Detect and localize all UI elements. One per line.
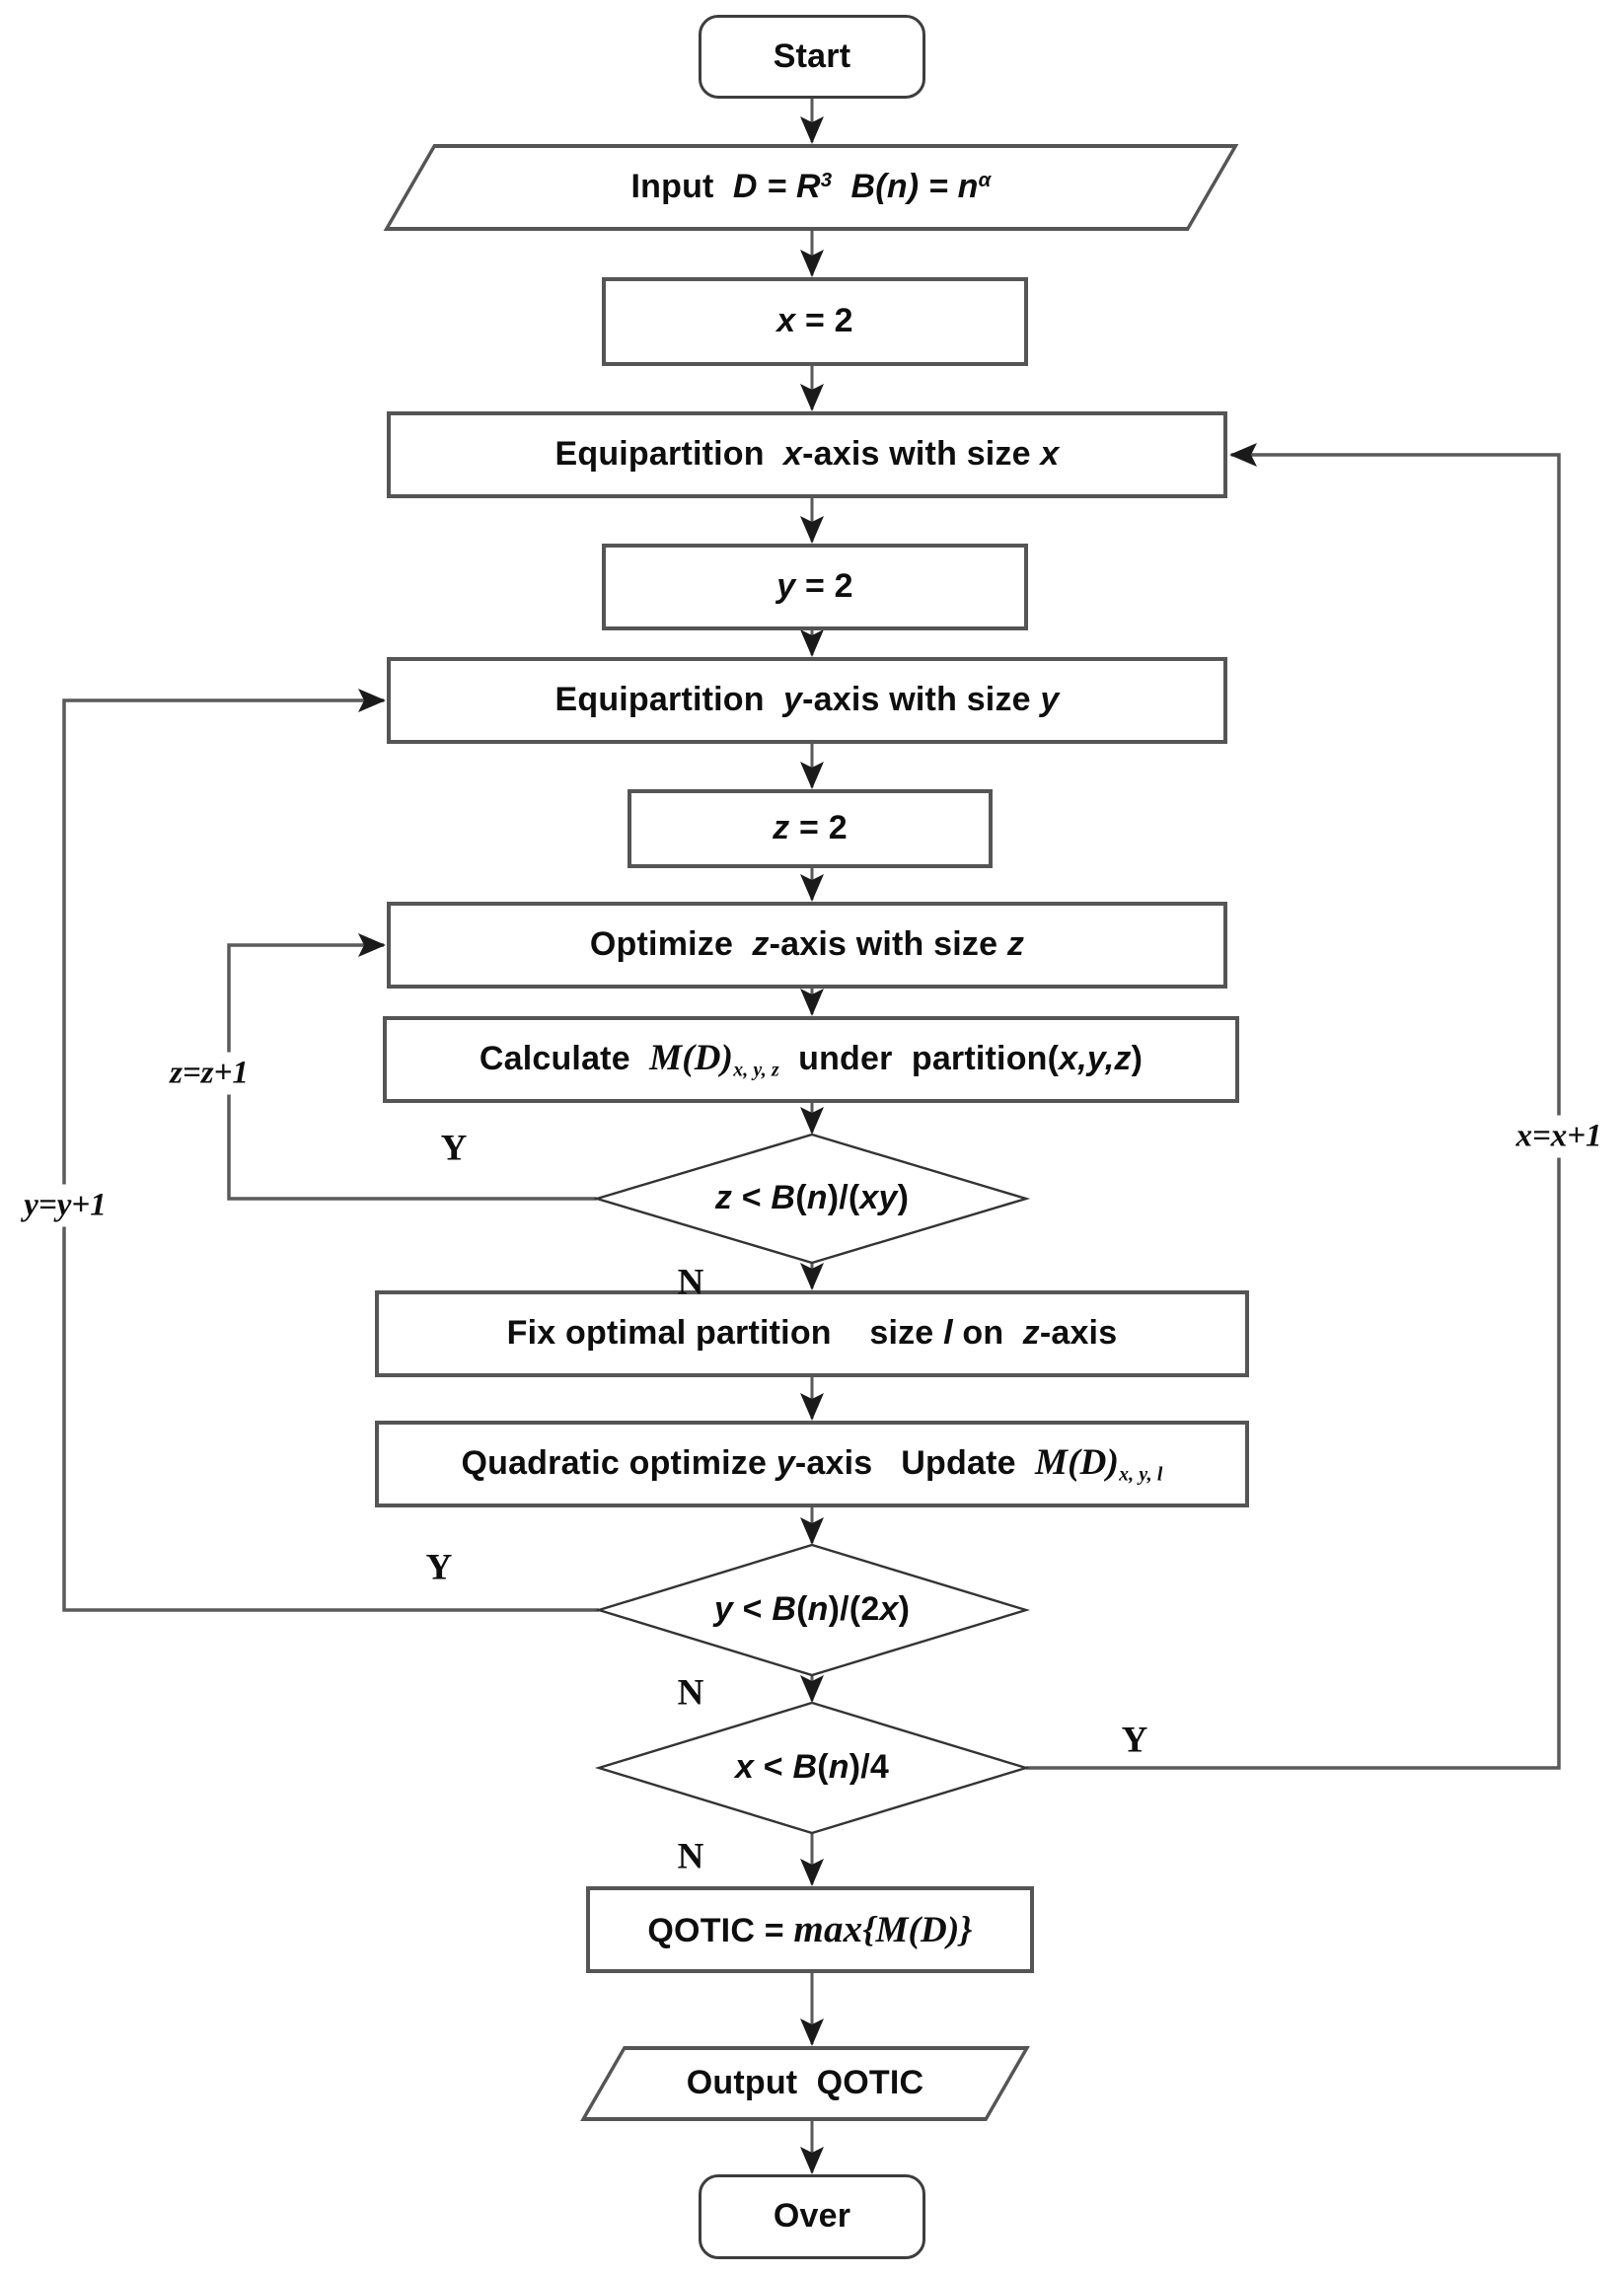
node-quadratic-optimize-label: Quadratic optimize y-axis Update M(D)x, … [461,1441,1163,1485]
node-output-qotic-label: Output QOTIC [686,2064,924,2102]
node-start-label: Start [773,37,851,75]
node-input: Input D = R3 B(n) = nα [383,144,1239,231]
node-equipartition-y-label: Equipartition y-axis with size y [554,681,1060,719]
node-x-init-label: x = 2 [776,302,853,340]
node-equipartition-x: Equipartition x-axis with size x [387,411,1227,498]
label-decision-y-no: N [677,1672,704,1714]
decision-y: y < B(n)/(2x) [600,1545,1024,1675]
decision-z-shape [592,1133,1031,1265]
decision-shapes [592,1133,1031,1835]
label-decision-x-yes: Y [1121,1720,1148,1761]
decision-x-shape [594,1701,1031,1835]
node-quadratic-optimize: Quadratic optimize y-axis Update M(D)x, … [375,1421,1249,1507]
node-calculate-md-label: Calculate M(D)x, y, z under partition(x,… [479,1037,1144,1080]
label-z-increment: z=z+1 [163,1052,256,1095]
node-y-init: y = 2 [602,544,1028,630]
node-qotic-max-label: QOTIC = max{M(D)} [647,1907,973,1950]
node-equipartition-y: Equipartition y-axis with size y [387,657,1227,744]
label-y-increment: y=y+1 [17,1184,113,1227]
node-optimize-z: Optimize z-axis with size z [387,902,1227,989]
node-z-init-label: z = 2 [773,809,848,847]
decision-x: x < B(n)/4 [600,1703,1024,1833]
node-start: Start [699,15,925,99]
node-calculate-md: Calculate M(D)x, y, z under partition(x,… [383,1016,1239,1103]
node-x-init: x = 2 [602,277,1028,366]
loop-y-increment [62,689,599,1612]
node-over-label: Over [773,2197,851,2236]
decision-x-label: x < B(n)/4 [734,1748,889,1787]
node-fix-partition: Fix optimal partition size l on z-axis [375,1290,1249,1377]
node-y-init-label: y = 2 [776,567,853,606]
decision-y-shape [594,1543,1031,1677]
decision-y-label: y < B(n)/(2x) [713,1590,911,1629]
loop-x-increment [1026,443,1561,1770]
decision-z-label: z < B(n)/(xy) [714,1179,910,1217]
node-optimize-z-label: Optimize z-axis with size z [589,925,1025,964]
node-fix-partition-label: Fix optimal partition size l on z-axis [506,1314,1118,1353]
label-decision-z-yes: Y [440,1128,468,1169]
node-z-init: z = 2 [627,789,993,868]
label-decision-x-no: N [677,1836,704,1877]
label-x-increment: x=x+1 [1509,1115,1609,1158]
label-decision-y-yes: Y [425,1547,453,1588]
decision-z: z < B(n)/(xy) [600,1135,1024,1263]
node-input-label: Input D = R3 B(n) = nα [630,168,992,206]
label-decision-z-no: N [677,1262,704,1303]
node-equipartition-x-label: Equipartition x-axis with size x [554,435,1060,474]
node-output-qotic: Output QOTIC [580,2046,1030,2121]
node-qotic-max: QOTIC = max{M(D)} [586,1886,1034,1973]
node-over: Over [699,2174,925,2259]
